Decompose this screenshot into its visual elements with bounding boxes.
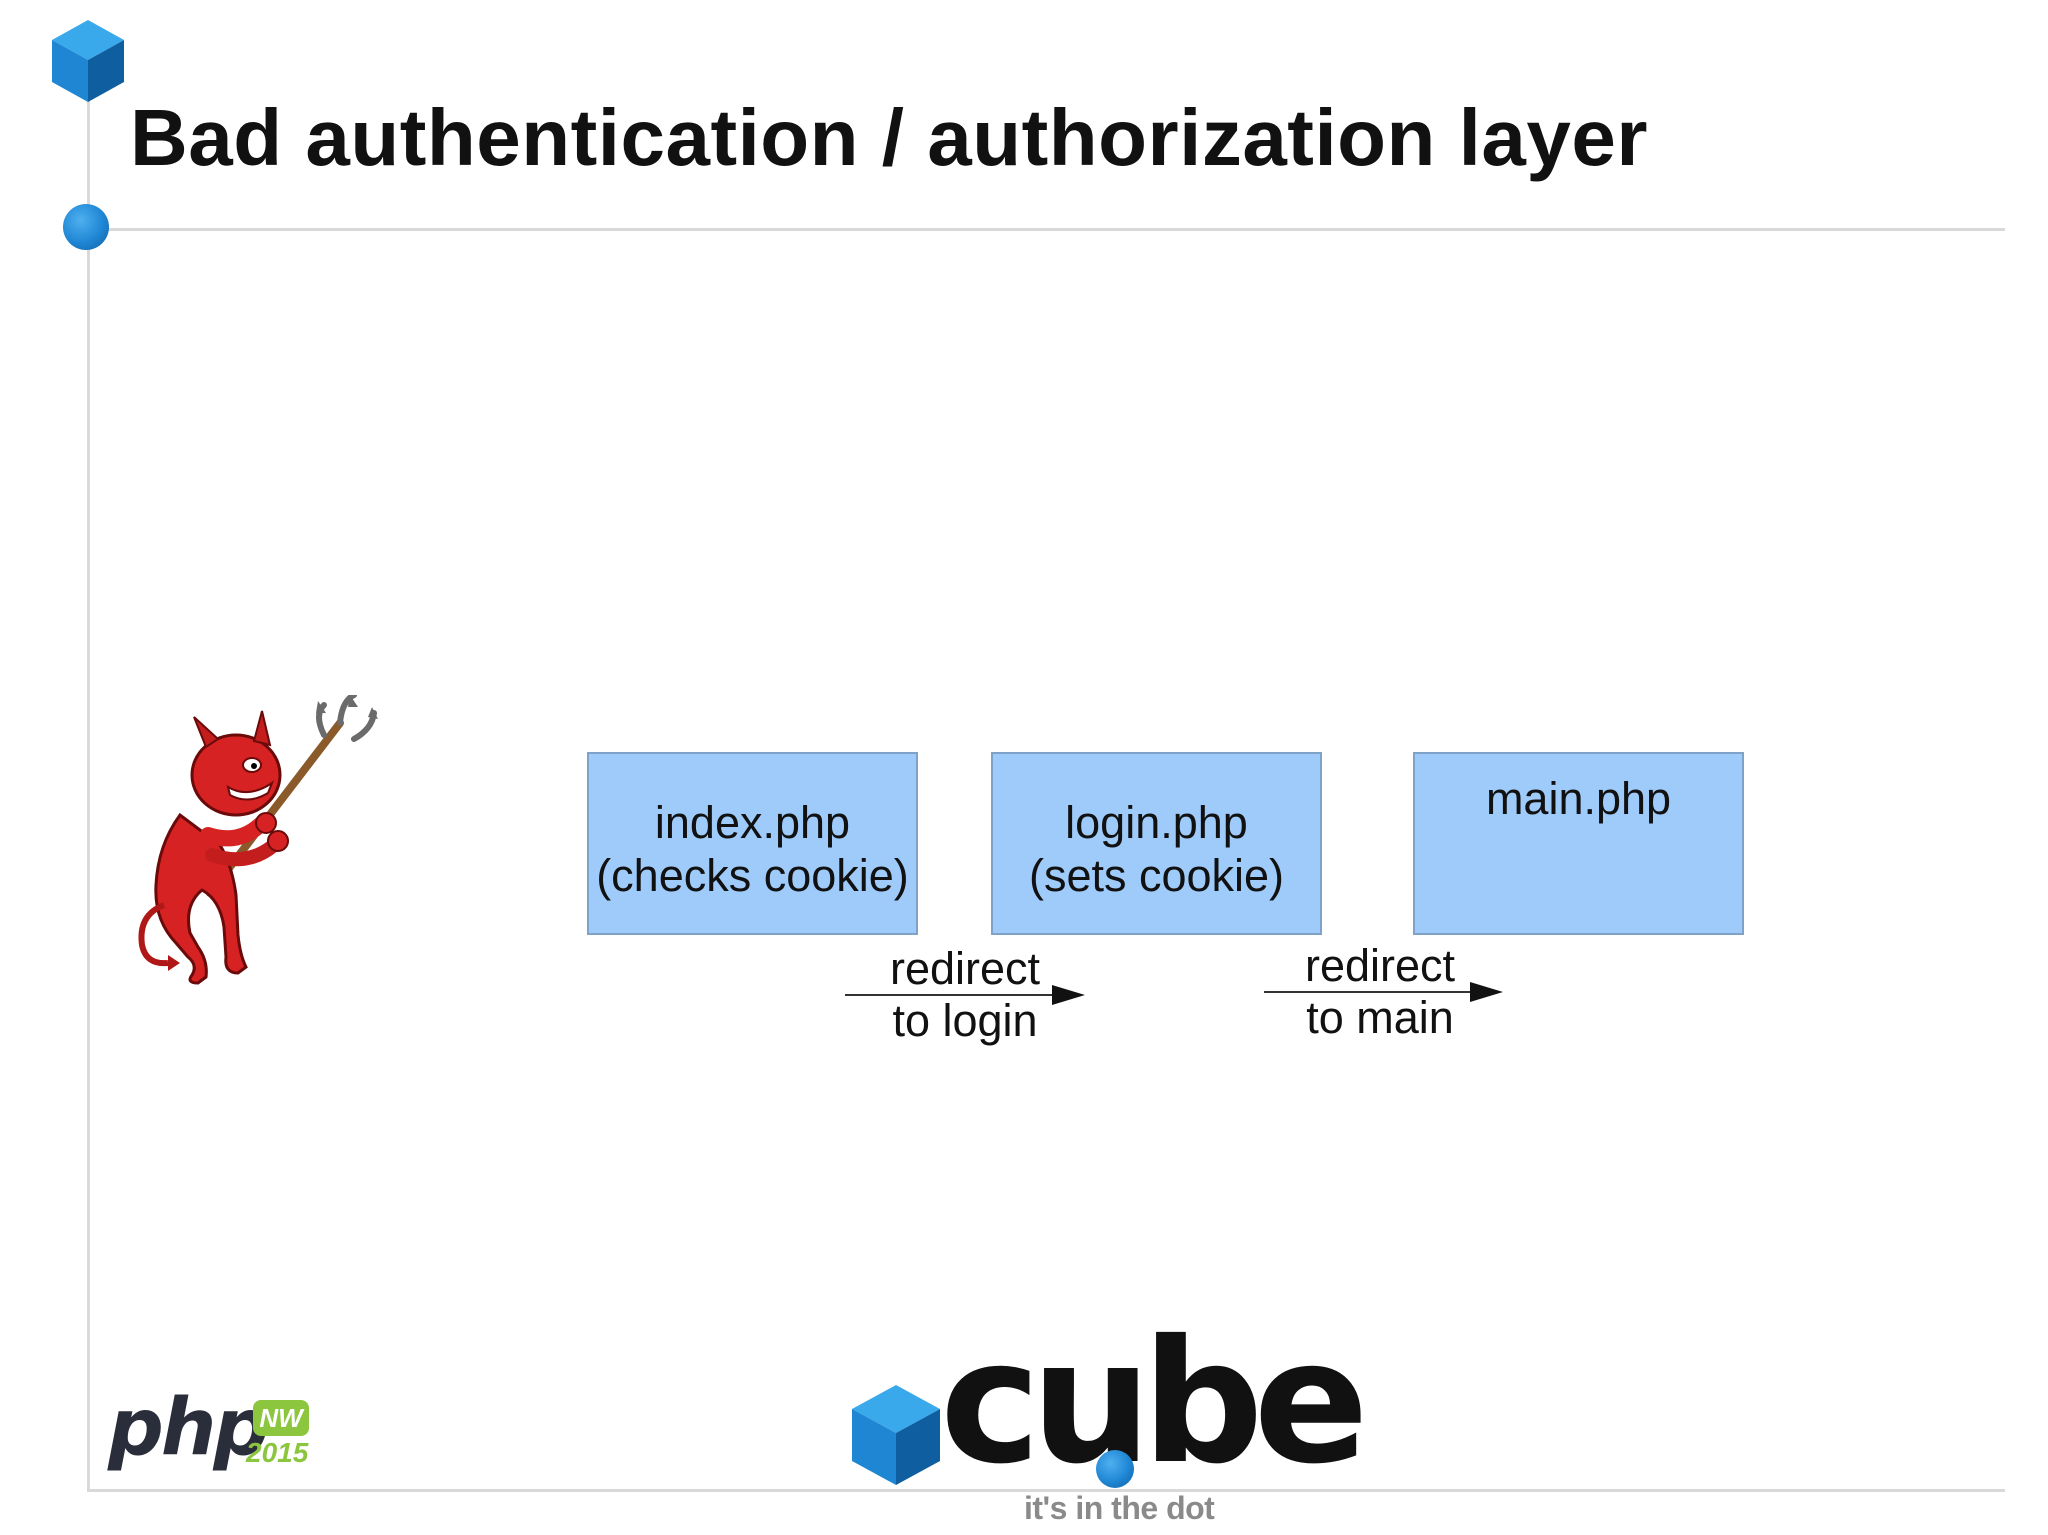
slide-title: Bad authentication / authorization layer	[130, 93, 1648, 182]
redirect-to-main-line2: to main	[1306, 992, 1454, 1043]
main-php-label: main.php	[1485, 773, 1672, 824]
redirect-to-login-line1: redirect	[889, 943, 1041, 994]
vertical-guide-line	[87, 100, 90, 1492]
cube-logo-dot-icon	[1096, 1450, 1134, 1488]
php-nw-logo-word: php	[108, 1383, 269, 1473]
index-php-label: index.php	[654, 797, 851, 848]
redirect-to-main-line1: redirect	[1304, 940, 1456, 991]
php-nw-logo-year: 2015	[246, 1437, 309, 1468]
index-php-box: index.php (checks cookie)	[587, 752, 918, 935]
redirect-to-main-label: redirect to main	[1275, 940, 1485, 1044]
login-php-label: login.php	[1065, 797, 1248, 848]
footer-divider-line	[87, 1489, 2005, 1492]
cube-logo-tagline: it's in the dot	[1024, 1490, 1215, 1526]
main-php-box: main.php	[1413, 752, 1744, 935]
corner-cube-icon	[52, 20, 124, 102]
php-nw-logo-badge: NW	[253, 1400, 309, 1436]
redirect-to-login-label: redirect to login	[855, 943, 1075, 1047]
cube-logo-icon	[852, 1385, 940, 1485]
redirect-to-login-line2: to login	[892, 995, 1038, 1046]
login-php-box: login.php (sets cookie)	[991, 752, 1322, 935]
title-divider-line	[100, 228, 2005, 231]
cube-logo-word: cube	[940, 1304, 1369, 1502]
login-php-caption: (sets cookie)	[1028, 850, 1285, 901]
blue-dot-icon	[63, 204, 109, 250]
devil-icon	[138, 695, 378, 985]
index-php-caption: (checks cookie)	[596, 850, 909, 901]
